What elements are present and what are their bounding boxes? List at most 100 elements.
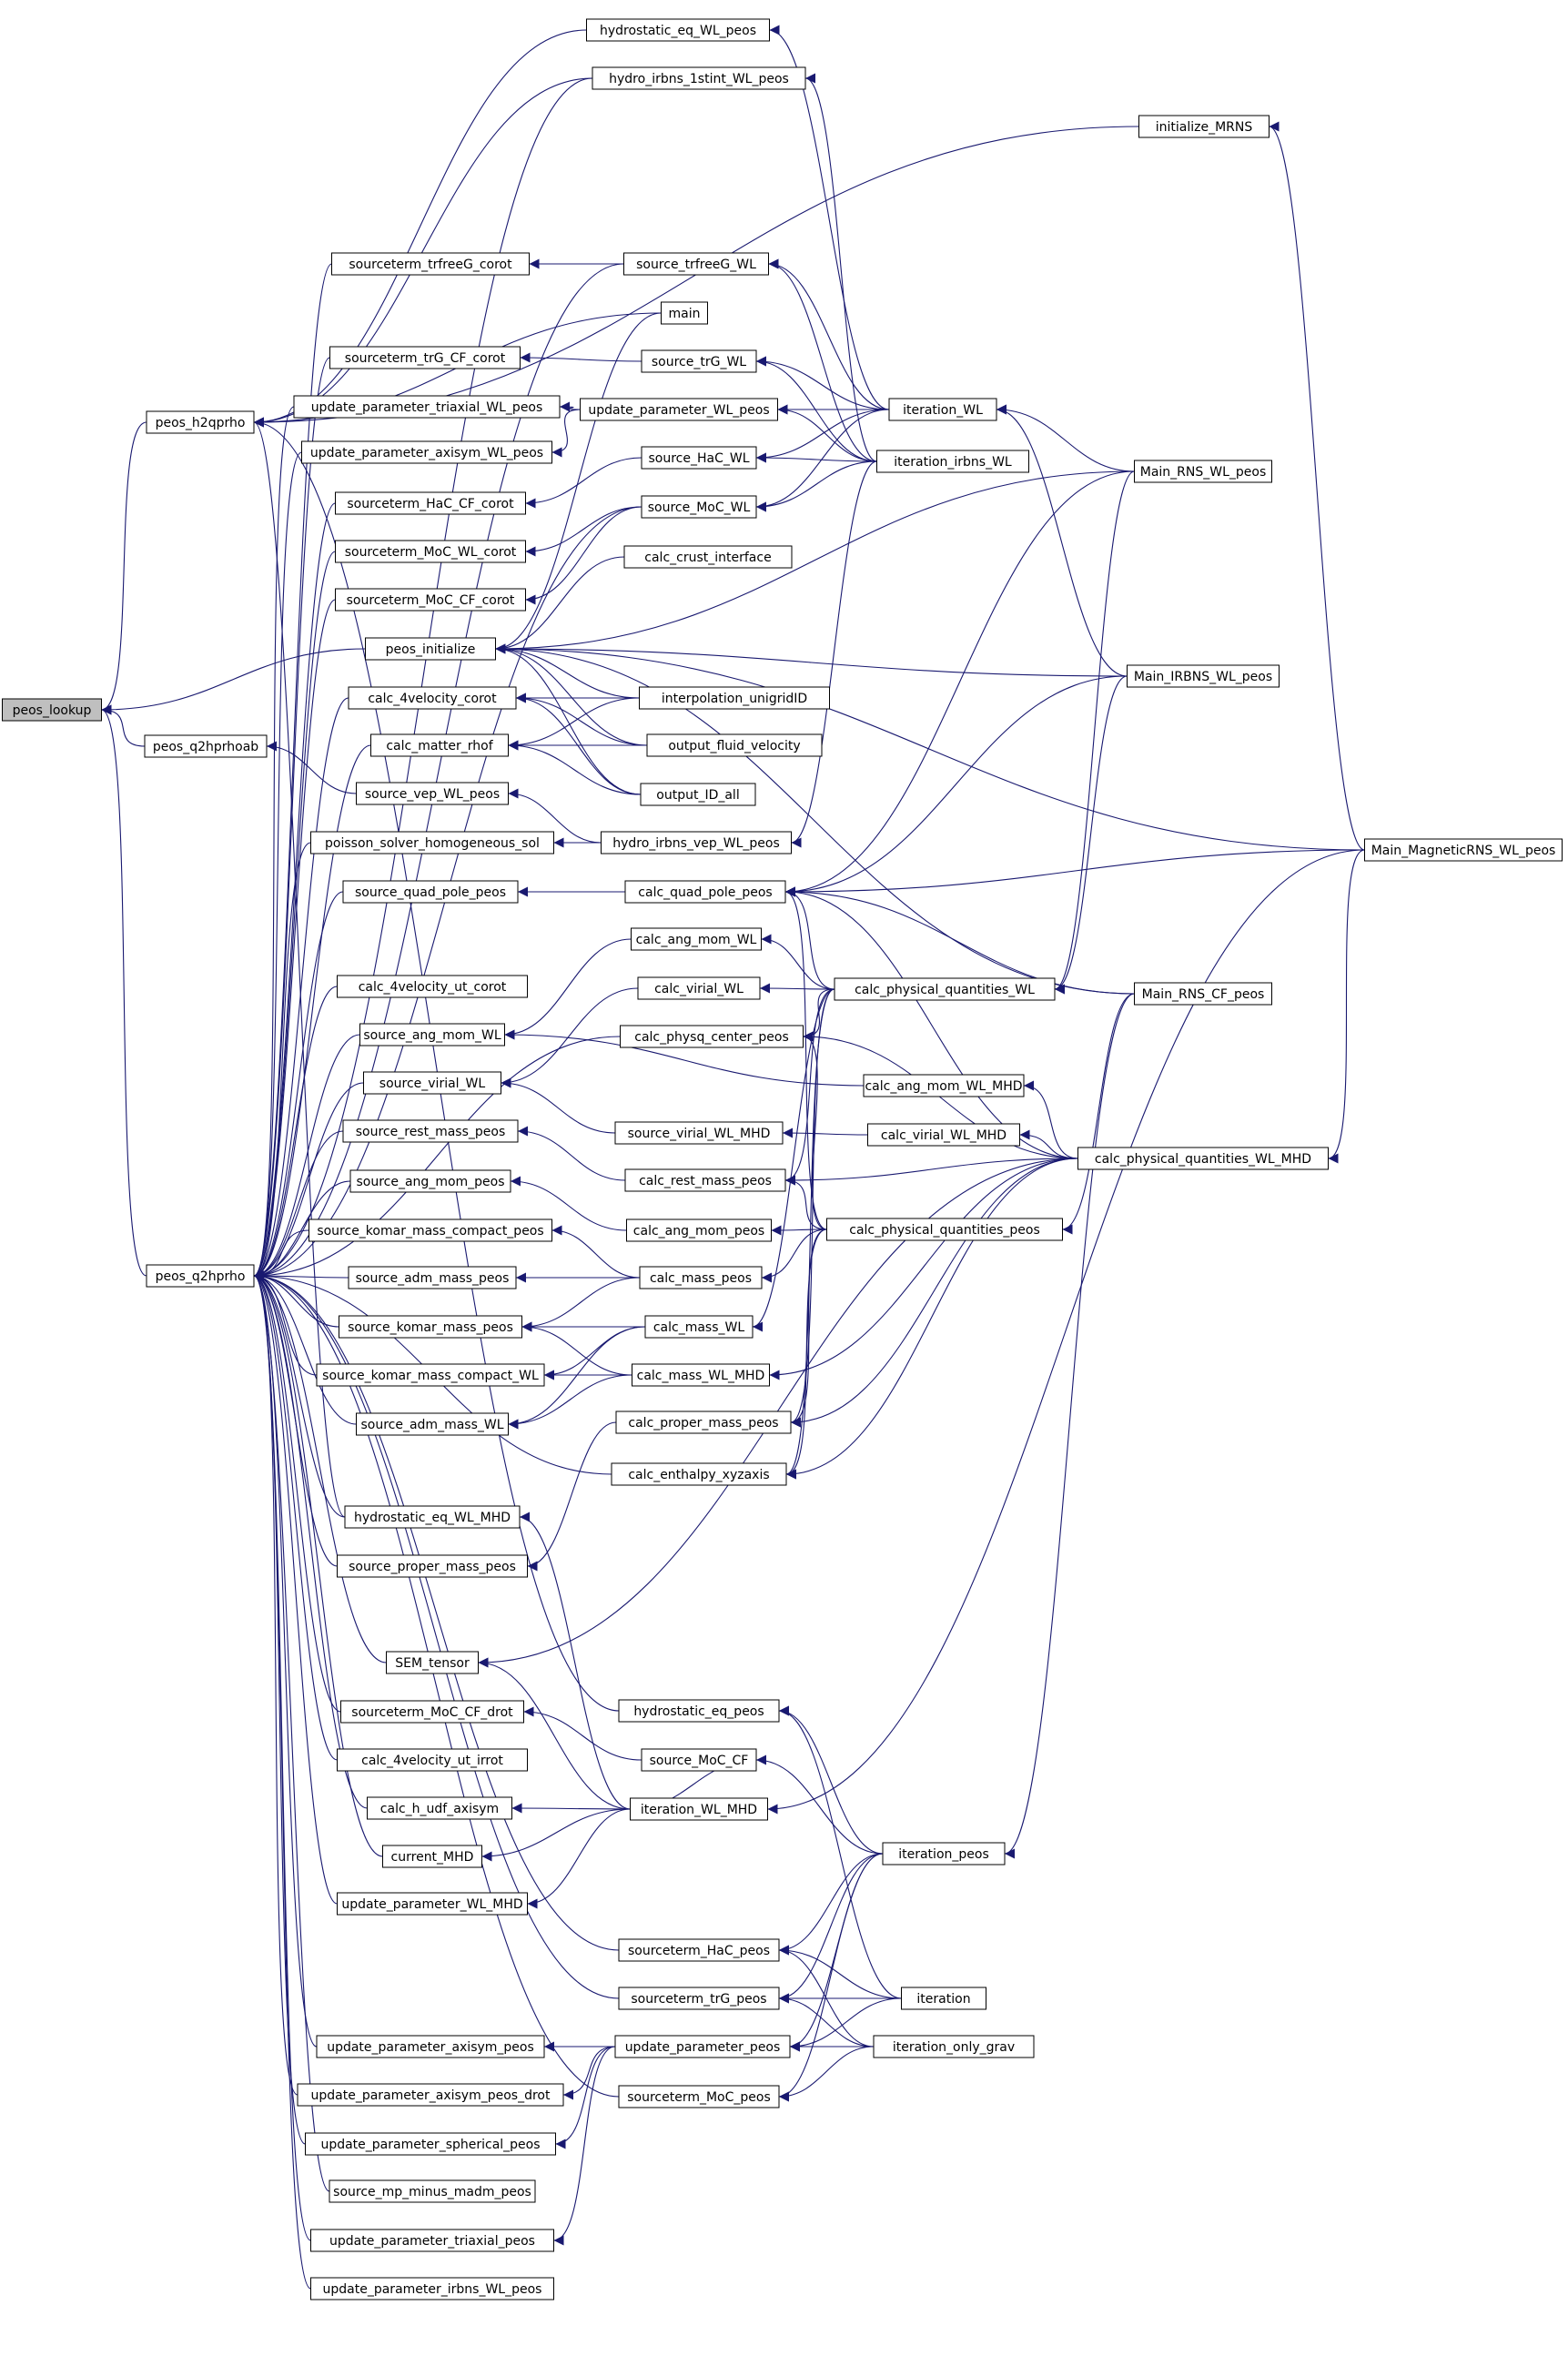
node-source_virial_WL[interactable]: source_virial_WL xyxy=(363,1071,501,1095)
node-hydro_irbns_vep_WL_peos[interactable]: hydro_irbns_vep_WL_peos xyxy=(601,831,792,854)
node-box[interactable] xyxy=(876,450,1029,473)
node-box[interactable] xyxy=(1138,115,1270,138)
node-update_parameter_triaxial_peos[interactable]: update_parameter_triaxial_peos xyxy=(310,2229,554,2252)
node-poisson_solver_homogeneous_sol[interactable]: poisson_solver_homogeneous_sol xyxy=(310,831,554,854)
node-calc_mass_WL[interactable]: calc_mass_WL xyxy=(644,1315,754,1339)
node-calc_rest_mass_peos[interactable]: calc_rest_mass_peos xyxy=(624,1168,786,1192)
node-box[interactable] xyxy=(618,1699,780,1723)
node-box[interactable] xyxy=(349,1169,511,1193)
node-box[interactable] xyxy=(316,1363,545,1387)
node-hydrostatic_eq_WL_peos[interactable]: hydrostatic_eq_WL_peos xyxy=(586,18,770,42)
node-box[interactable] xyxy=(146,1264,255,1288)
node-box[interactable] xyxy=(335,540,526,563)
node-box[interactable] xyxy=(888,398,997,421)
node-box[interactable] xyxy=(592,66,806,90)
node-box[interactable] xyxy=(834,977,1056,1001)
node-box[interactable] xyxy=(356,1412,509,1436)
node-update_parameter_axisym_peos_drot[interactable]: update_parameter_axisym_peos_drot xyxy=(297,2083,564,2107)
node-box[interactable] xyxy=(580,398,778,421)
node-sourceterm_MoC_WL_corot[interactable]: sourceterm_MoC_WL_corot xyxy=(335,540,526,563)
node-Main_RNS_WL_peos[interactable]: Main_RNS_WL_peos xyxy=(1134,460,1272,483)
node-box[interactable] xyxy=(586,18,770,42)
node-box[interactable] xyxy=(615,1410,792,1434)
node-box[interactable] xyxy=(863,1074,1025,1097)
node-calc_physical_quantities_WL_MHD[interactable]: calc_physical_quantities_WL_MHD xyxy=(1077,1147,1329,1170)
node-sourceterm_MoC_CF_corot[interactable]: sourceterm_MoC_CF_corot xyxy=(335,588,526,612)
node-box[interactable] xyxy=(386,1651,479,1674)
node-box[interactable] xyxy=(1077,1147,1329,1170)
node-update_parameter_peos[interactable]: update_parameter_peos xyxy=(614,2035,791,2058)
node-box[interactable] xyxy=(329,2179,536,2203)
node-source_adm_mass_WL[interactable]: source_adm_mass_WL xyxy=(356,1412,509,1436)
node-output_fluid_velocity[interactable]: output_fluid_velocity xyxy=(646,733,823,757)
node-box[interactable] xyxy=(1134,982,1272,1006)
node-calc_physical_quantities_peos[interactable]: calc_physical_quantities_peos xyxy=(826,1218,1063,1241)
node-peos_lookup[interactable]: peos_lookup xyxy=(2,698,102,722)
node-box[interactable] xyxy=(339,1315,522,1339)
node-sourceterm_HaC_CF_corot[interactable]: sourceterm_HaC_CF_corot xyxy=(335,491,526,515)
node-box[interactable] xyxy=(335,491,526,515)
node-box[interactable] xyxy=(293,395,561,419)
node-box[interactable] xyxy=(365,637,496,661)
node-source_virial_WL_MHD[interactable]: source_virial_WL_MHD xyxy=(614,1121,784,1145)
node-source_adm_mass_peos[interactable]: source_adm_mass_peos xyxy=(348,1266,517,1289)
node-Main_RNS_CF_peos[interactable]: Main_RNS_CF_peos xyxy=(1134,982,1272,1006)
node-source_komar_mass_compact_WL[interactable]: source_komar_mass_compact_WL xyxy=(316,1363,545,1387)
node-box[interactable] xyxy=(370,733,509,757)
node-calc_quad_pole_peos[interactable]: calc_quad_pole_peos xyxy=(624,880,786,904)
node-box[interactable] xyxy=(637,976,761,1000)
node-source_komar_mass_peos[interactable]: source_komar_mass_peos xyxy=(339,1315,522,1339)
node-box[interactable] xyxy=(310,831,554,854)
node-SEM_tensor[interactable]: SEM_tensor xyxy=(386,1651,479,1674)
node-box[interactable] xyxy=(1127,664,1280,688)
node-calc_h_udf_axisym[interactable]: calc_h_udf_axisym xyxy=(367,1796,512,1820)
node-update_parameter_triaxial_WL_peos[interactable]: update_parameter_triaxial_WL_peos xyxy=(293,395,561,419)
node-box[interactable] xyxy=(342,880,519,904)
node-source_ang_mom_peos[interactable]: source_ang_mom_peos xyxy=(349,1169,511,1193)
node-calc_virial_WL[interactable]: calc_virial_WL xyxy=(637,976,761,1000)
node-box[interactable] xyxy=(882,1842,1006,1866)
node-peos_initialize[interactable]: peos_initialize xyxy=(365,637,496,661)
node-box[interactable] xyxy=(630,1797,768,1821)
node-calc_physical_quantities_WL[interactable]: calc_physical_quantities_WL xyxy=(834,977,1056,1001)
node-update_parameter_WL_MHD[interactable]: update_parameter_WL_MHD xyxy=(337,1892,528,1916)
node-box[interactable] xyxy=(641,349,757,373)
node-calc_crust_interface[interactable]: calc_crust_interface xyxy=(623,545,793,569)
node-box[interactable] xyxy=(2,698,102,722)
node-box[interactable] xyxy=(624,880,786,904)
node-box[interactable] xyxy=(301,440,552,464)
node-box[interactable] xyxy=(661,301,708,325)
node-box[interactable] xyxy=(646,733,823,757)
node-box[interactable] xyxy=(631,927,762,951)
node-sourceterm_trG_CF_corot[interactable]: sourceterm_trG_CF_corot xyxy=(329,346,521,369)
node-calc_proper_mass_peos[interactable]: calc_proper_mass_peos xyxy=(615,1410,792,1434)
node-box[interactable] xyxy=(641,1748,757,1772)
node-main[interactable]: main xyxy=(661,301,708,325)
node-calc_mass_WL_MHD[interactable]: calc_mass_WL_MHD xyxy=(632,1363,770,1387)
node-current_MHD[interactable]: current_MHD xyxy=(382,1845,482,1868)
node-calc_enthalpy_xyzaxis[interactable]: calc_enthalpy_xyzaxis xyxy=(611,1462,787,1486)
node-box[interactable] xyxy=(359,1023,505,1046)
node-iteration_WL_MHD[interactable]: iteration_WL_MHD xyxy=(630,1797,768,1821)
node-box[interactable] xyxy=(310,2229,554,2252)
node-source_proper_mass_peos[interactable]: source_proper_mass_peos xyxy=(337,1554,528,1578)
node-box[interactable] xyxy=(641,446,757,470)
node-box[interactable] xyxy=(614,2035,791,2058)
node-box[interactable] xyxy=(632,1363,770,1387)
node-Main_MagneticRNS_WL_peos[interactable]: Main_MagneticRNS_WL_peos xyxy=(1364,838,1563,862)
node-iteration_irbns_WL[interactable]: iteration_irbns_WL xyxy=(876,450,1029,473)
node-calc_virial_WL_MHD[interactable]: calc_virial_WL_MHD xyxy=(867,1123,1020,1147)
node-box[interactable] xyxy=(348,1266,517,1289)
node-iteration_peos[interactable]: iteration_peos xyxy=(882,1842,1006,1866)
node-box[interactable] xyxy=(623,545,793,569)
node-source_MoC_CF[interactable]: source_MoC_CF xyxy=(641,1748,757,1772)
node-box[interactable] xyxy=(640,783,756,806)
node-box[interactable] xyxy=(611,1462,787,1486)
node-box[interactable] xyxy=(342,1119,519,1143)
node-update_parameter_axisym_WL_peos[interactable]: update_parameter_axisym_WL_peos xyxy=(301,440,552,464)
node-box[interactable] xyxy=(348,686,517,710)
node-box[interactable] xyxy=(618,1938,780,1962)
node-sourceterm_HaC_peos[interactable]: sourceterm_HaC_peos xyxy=(618,1938,780,1962)
node-box[interactable] xyxy=(337,975,528,998)
node-iteration[interactable]: iteration xyxy=(901,1987,986,2010)
